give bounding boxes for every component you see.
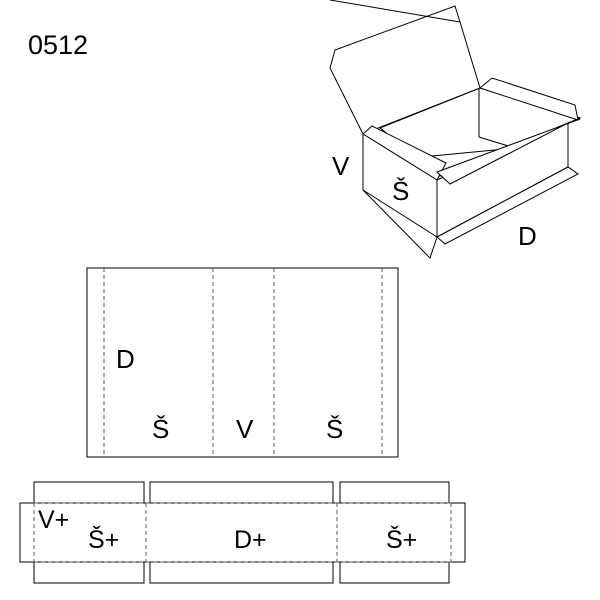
model-code: 0512 <box>28 30 88 60</box>
blank-label-height: V <box>236 414 254 444</box>
blank-layout: D Š V Š <box>86 267 399 458</box>
inner-label-height: V+ <box>38 506 69 534</box>
blank-label-width-1: Š <box>152 414 169 444</box>
inner-dimensions-layout: V+ Š+ D+ Š+ <box>19 481 466 584</box>
blank-label-width-2: Š <box>326 414 343 444</box>
inner-label-width-2: Š+ <box>386 525 417 554</box>
label-height: V <box>332 151 350 181</box>
side-flap-back <box>478 77 579 121</box>
label-length: D <box>518 221 537 251</box>
box-3d-illustration: V Š D <box>329 0 582 259</box>
label-width: Š <box>392 176 409 206</box>
inner-label-width-1: Š+ <box>88 525 119 554</box>
top-edge-flap <box>436 118 581 185</box>
blank-sheet <box>86 267 399 458</box>
blank-label-length: D <box>116 344 135 374</box>
bottom-flap <box>436 166 579 245</box>
inner-label-length: D+ <box>234 526 267 554</box>
